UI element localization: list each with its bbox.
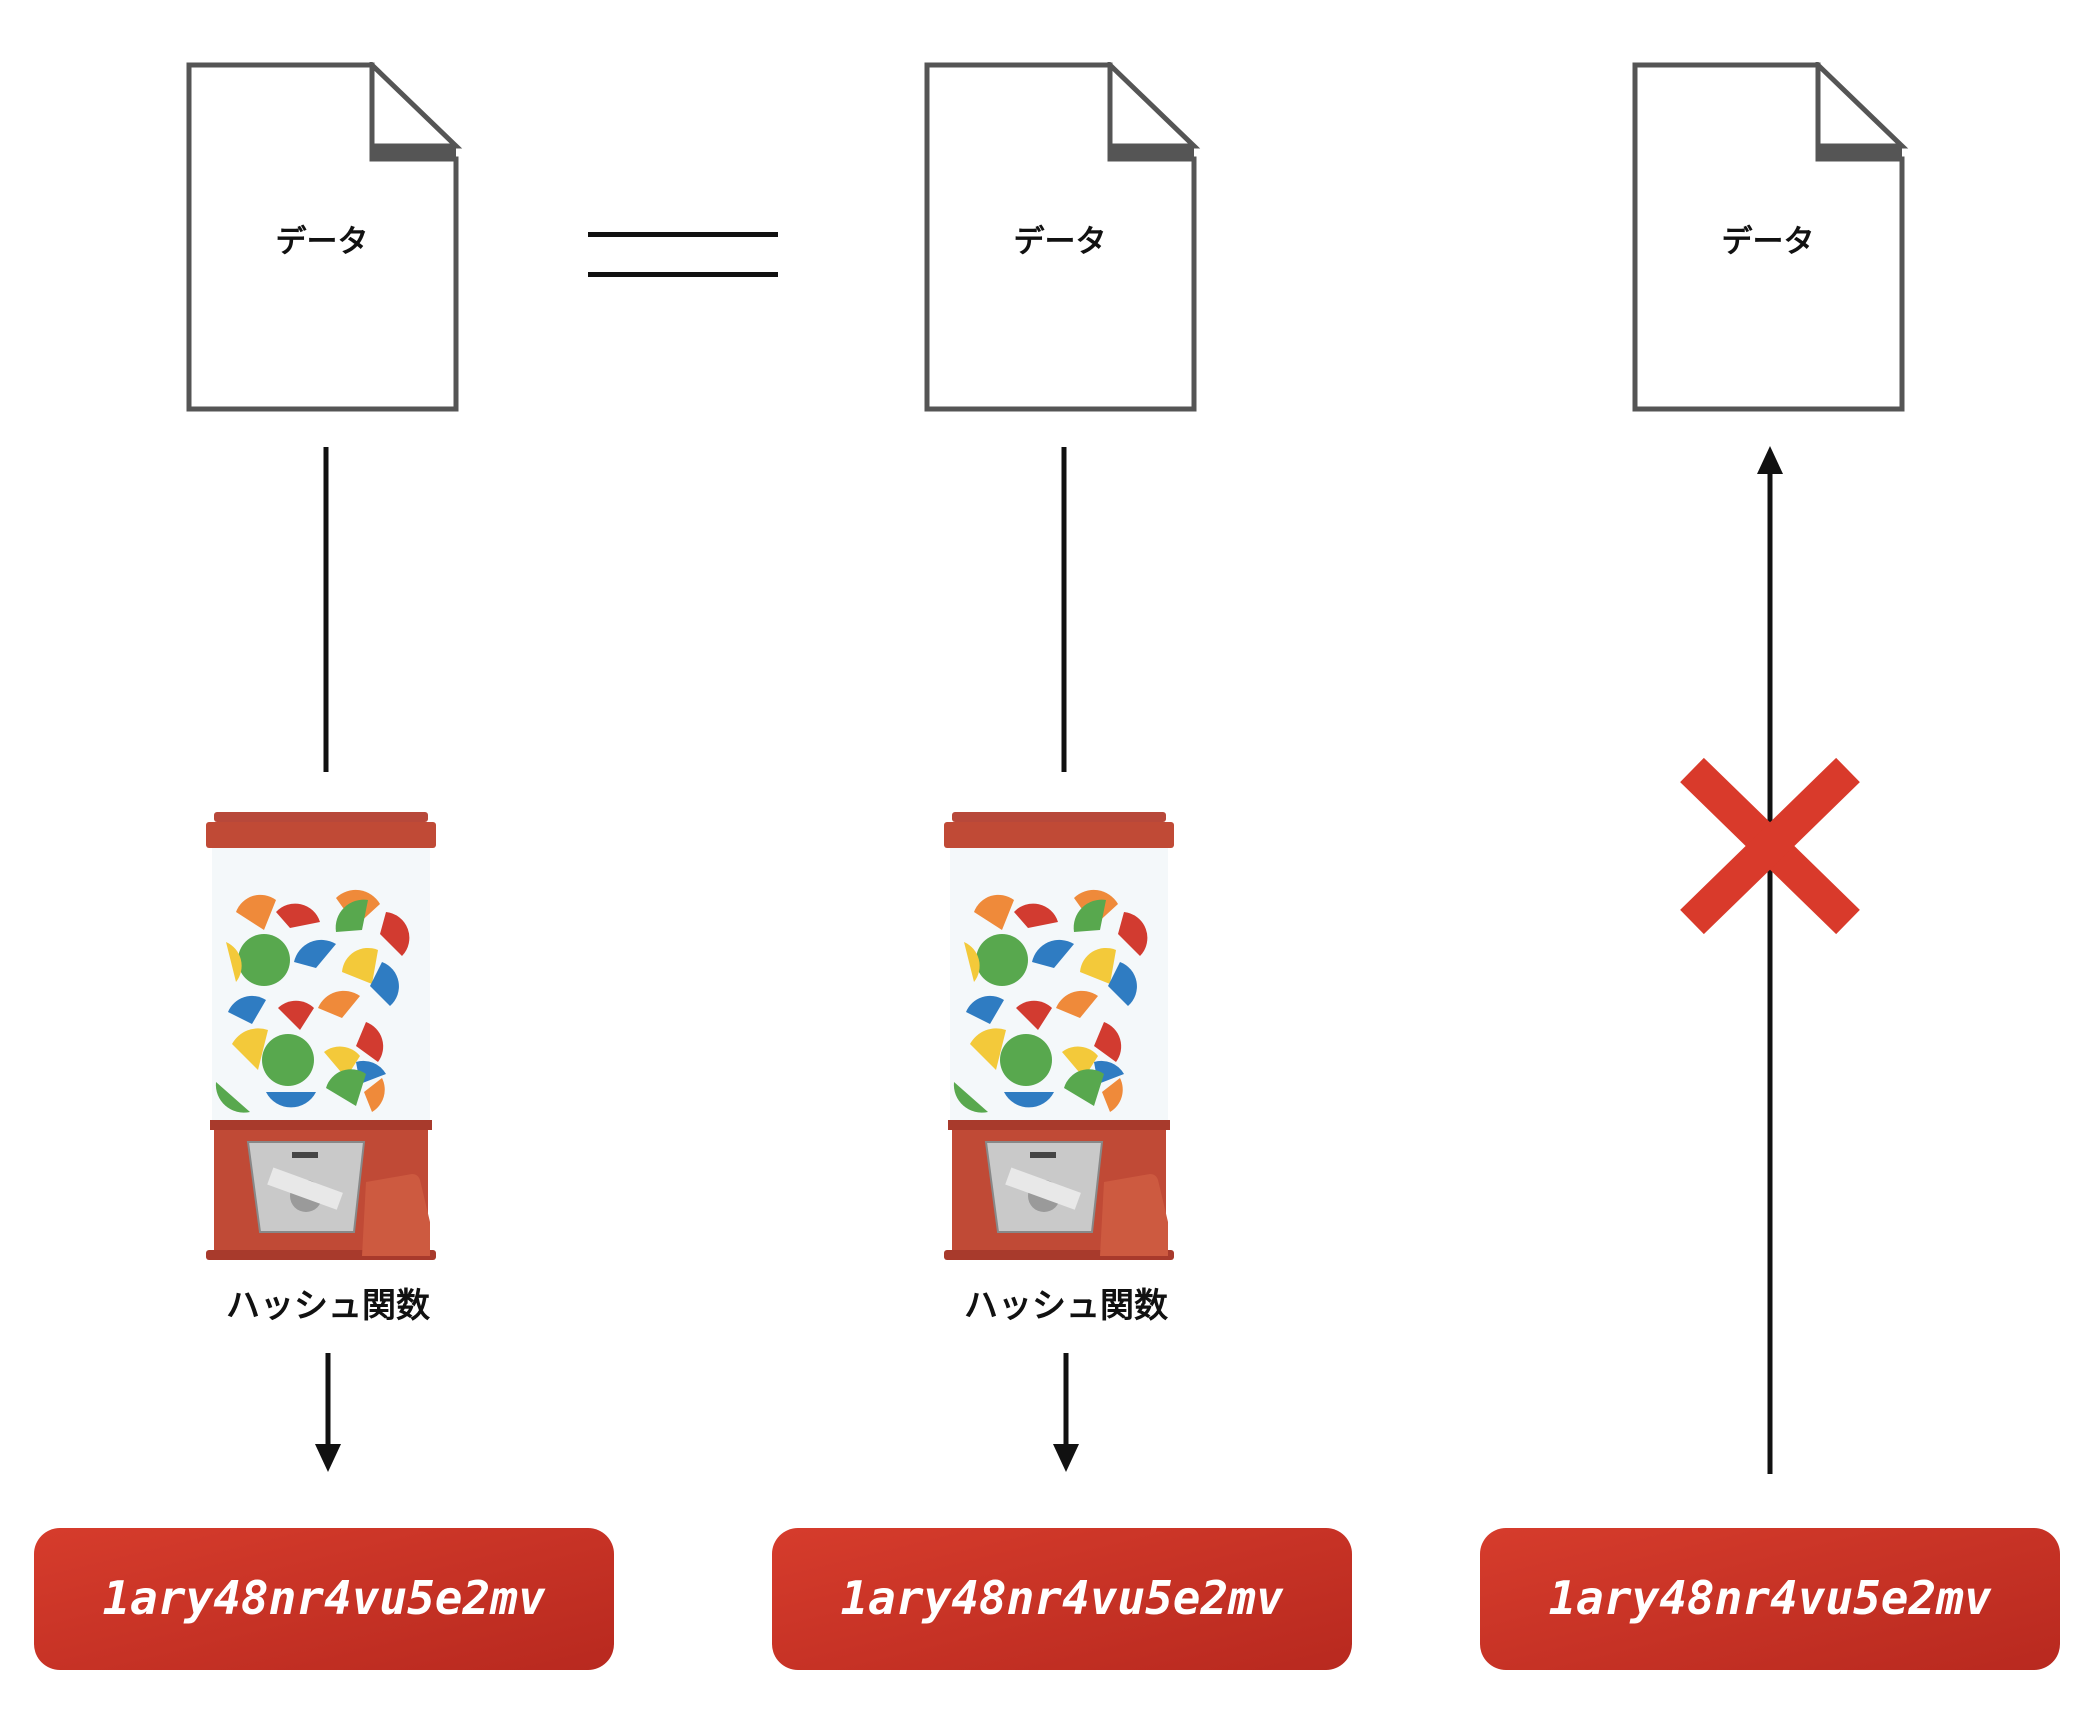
document-label: データ <box>276 224 369 260</box>
hash-value-box: 1ary48nr4vu5e2mv <box>1480 1528 2060 1670</box>
document-icon: データ <box>1635 65 1902 409</box>
hash-value: 1ary48nr4vu5e2mv <box>102 1571 545 1625</box>
gumball-machine-icon <box>944 812 1174 1261</box>
hash-value: 1ary48nr4vu5e2mv <box>840 1571 1283 1625</box>
cross-mark-icon <box>1680 757 1860 935</box>
column-1: データ ハッシュ関数 1ary48nr4vu5e2mv <box>34 65 614 1670</box>
document-label: データ <box>1722 224 1815 260</box>
column-2: データ ハッシュ関数 1ary48nr4vu5e2mv <box>772 65 1352 1670</box>
equals-sign-icon <box>588 232 778 277</box>
hash-function-label: ハッシュ関数 <box>226 1286 430 1326</box>
document-icon: データ <box>189 65 456 409</box>
document-label: データ <box>1014 224 1107 260</box>
column-3: データ 1ary48nr4vu5e2mv <box>1480 65 2060 1670</box>
gumball-machine-icon <box>206 812 436 1261</box>
hash-value-box: 1ary48nr4vu5e2mv <box>34 1528 614 1670</box>
hash-value: 1ary48nr4vu5e2mv <box>1548 1571 1991 1625</box>
document-icon: データ <box>927 65 1194 409</box>
hash-function-label: ハッシュ関数 <box>964 1286 1168 1326</box>
hash-value-box: 1ary48nr4vu5e2mv <box>772 1528 1352 1670</box>
